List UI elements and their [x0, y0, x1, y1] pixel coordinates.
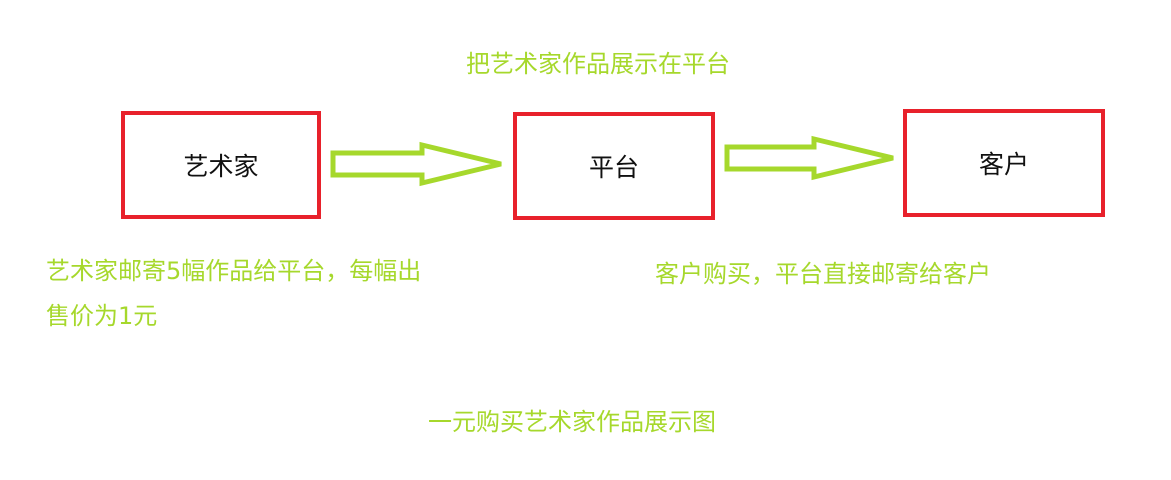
- top-caption: 把艺术家作品展示在平台: [466, 50, 730, 78]
- node-customer: 客户: [903, 109, 1105, 217]
- artist-note-line1: 艺术家邮寄5幅作品给平台，每幅出: [46, 257, 422, 285]
- node-artist-label: 艺术家: [183, 152, 259, 181]
- customer-note: 客户购买，平台直接邮寄给客户: [655, 260, 991, 288]
- arrow-platform-to-customer: [724, 135, 894, 181]
- node-platform-label: 平台: [588, 153, 639, 182]
- arrow-artist-to-platform: [330, 141, 502, 187]
- figure-title: 一元购买艺术家作品展示图: [428, 408, 716, 436]
- node-artist: 艺术家: [121, 111, 321, 219]
- node-platform: 平台: [513, 112, 715, 220]
- artist-note-line2: 售价为1元: [46, 302, 158, 330]
- node-customer-label: 客户: [978, 150, 1029, 179]
